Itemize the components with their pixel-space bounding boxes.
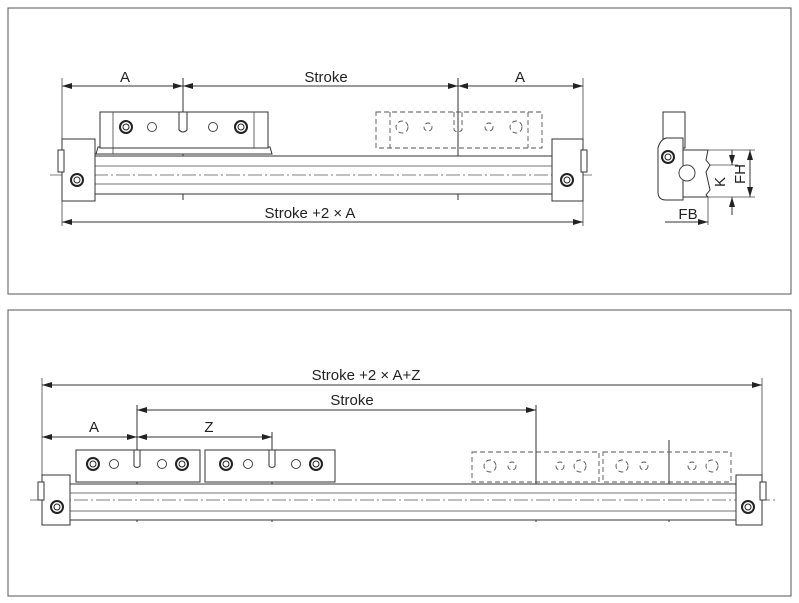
dim-label-stroke: Stroke — [304, 69, 347, 86]
dim-label-a-left: A — [120, 69, 130, 86]
top-side-view: FB K FH — [657, 111, 755, 225]
end-cap-left — [41, 474, 71, 526]
carriage-2-end-position — [602, 451, 732, 483]
dim-label-total: Stroke +2 × A — [265, 205, 356, 222]
dim-label-fb: FB — [678, 206, 697, 223]
dim-label-fh: FH — [732, 164, 749, 184]
carriage-end-position — [375, 111, 543, 149]
carriage-2 — [204, 449, 336, 483]
dim-label-total: Stroke +2 × A+Z — [312, 367, 421, 384]
end-cap-right — [551, 138, 584, 202]
dim-label-z: Z — [204, 419, 213, 436]
carriage-1-end-position — [471, 451, 600, 483]
dim-label-a-right: A — [515, 69, 525, 86]
end-cap-left — [61, 138, 96, 202]
carriage — [95, 111, 273, 155]
end-cap-right — [735, 474, 763, 526]
bottom-front-view: Stroke +2 × A+Z Stroke A Z — [30, 367, 775, 526]
dim-label-stroke: Stroke — [330, 392, 373, 409]
dim-label-k: K — [712, 177, 729, 187]
top-front-view: A Stroke A Stroke +2 × A — [50, 69, 595, 226]
carriage-1 — [75, 449, 201, 483]
dim-label-a: A — [89, 419, 99, 436]
